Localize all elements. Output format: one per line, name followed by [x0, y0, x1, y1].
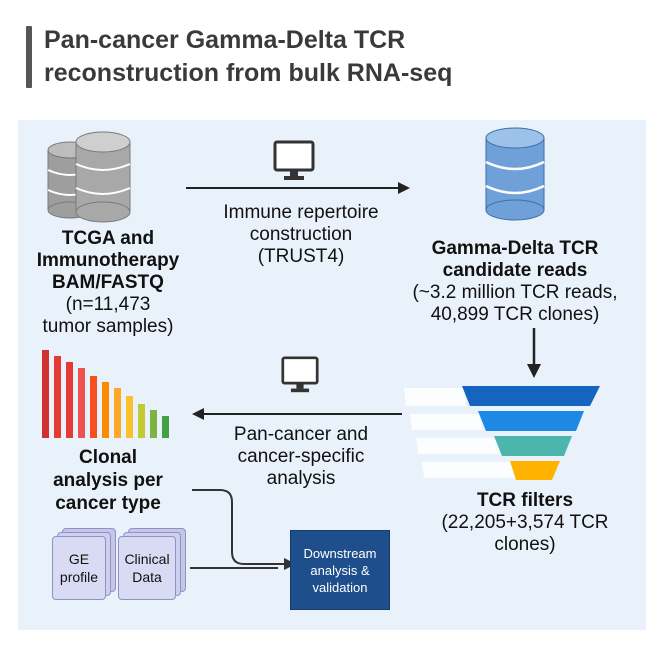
icon-bar [162, 416, 169, 438]
candidates-label: Gamma-Delta TCR candidate reads [431, 238, 599, 281]
ge-profile-card: GE profile [52, 536, 106, 600]
server-icon [47, 131, 131, 223]
source-label: TCGA and Immunotherapy BAM/FASTQ [36, 228, 180, 293]
icon-bar [90, 376, 97, 438]
funnel-icon [404, 386, 600, 480]
icon-bar [114, 388, 121, 438]
clonal-label: Clonal analysis per cancer type [53, 447, 163, 514]
bar-chart-icon [42, 350, 169, 438]
title-line-2: reconstruction from bulk RNA-seq [44, 59, 453, 87]
arrow-to-filters [527, 328, 541, 378]
arrow-to-candidates [186, 182, 410, 194]
step2-label: Pan-cancer and cancer-specific analysis [233, 424, 369, 489]
icon-bar [42, 350, 49, 438]
icon-bar [150, 410, 157, 438]
step1-label: Immune repertoire construction (TRUST4) [223, 202, 379, 267]
document-stack-icon: GE profile [52, 528, 116, 600]
icon-bar [138, 404, 145, 438]
clinical-data-card: Clinical Data [118, 536, 176, 600]
candidates-count: (~3.2 million TCR reads, 40,899 TCR clon… [412, 282, 618, 325]
title-line-1: Pan-cancer Gamma-Delta TCR [44, 26, 406, 54]
icon-bar [78, 368, 85, 438]
icon-bar [66, 362, 73, 438]
title-accent-bar [26, 26, 32, 88]
arrow-docs-to-downstream [190, 567, 278, 569]
filters-count: (22,205+3,574 TCR clones) [441, 512, 609, 555]
downstream-box: Downstream analysis & validation [290, 530, 390, 610]
source-count: (n=11,473 tumor samples) [42, 294, 174, 337]
monitor-icon [273, 140, 315, 180]
database-icon [485, 127, 545, 221]
document-stack-icon: Clinical Data [118, 528, 186, 600]
icon-bar [54, 356, 61, 438]
arrow-to-clonal [192, 408, 402, 420]
monitor-icon [281, 356, 319, 393]
filters-label: TCR filters [476, 490, 574, 511]
page-title: Pan-cancer Gamma-Delta TCR reconstructio… [44, 24, 644, 90]
icon-bar [102, 382, 109, 438]
icon-bar [126, 396, 133, 438]
